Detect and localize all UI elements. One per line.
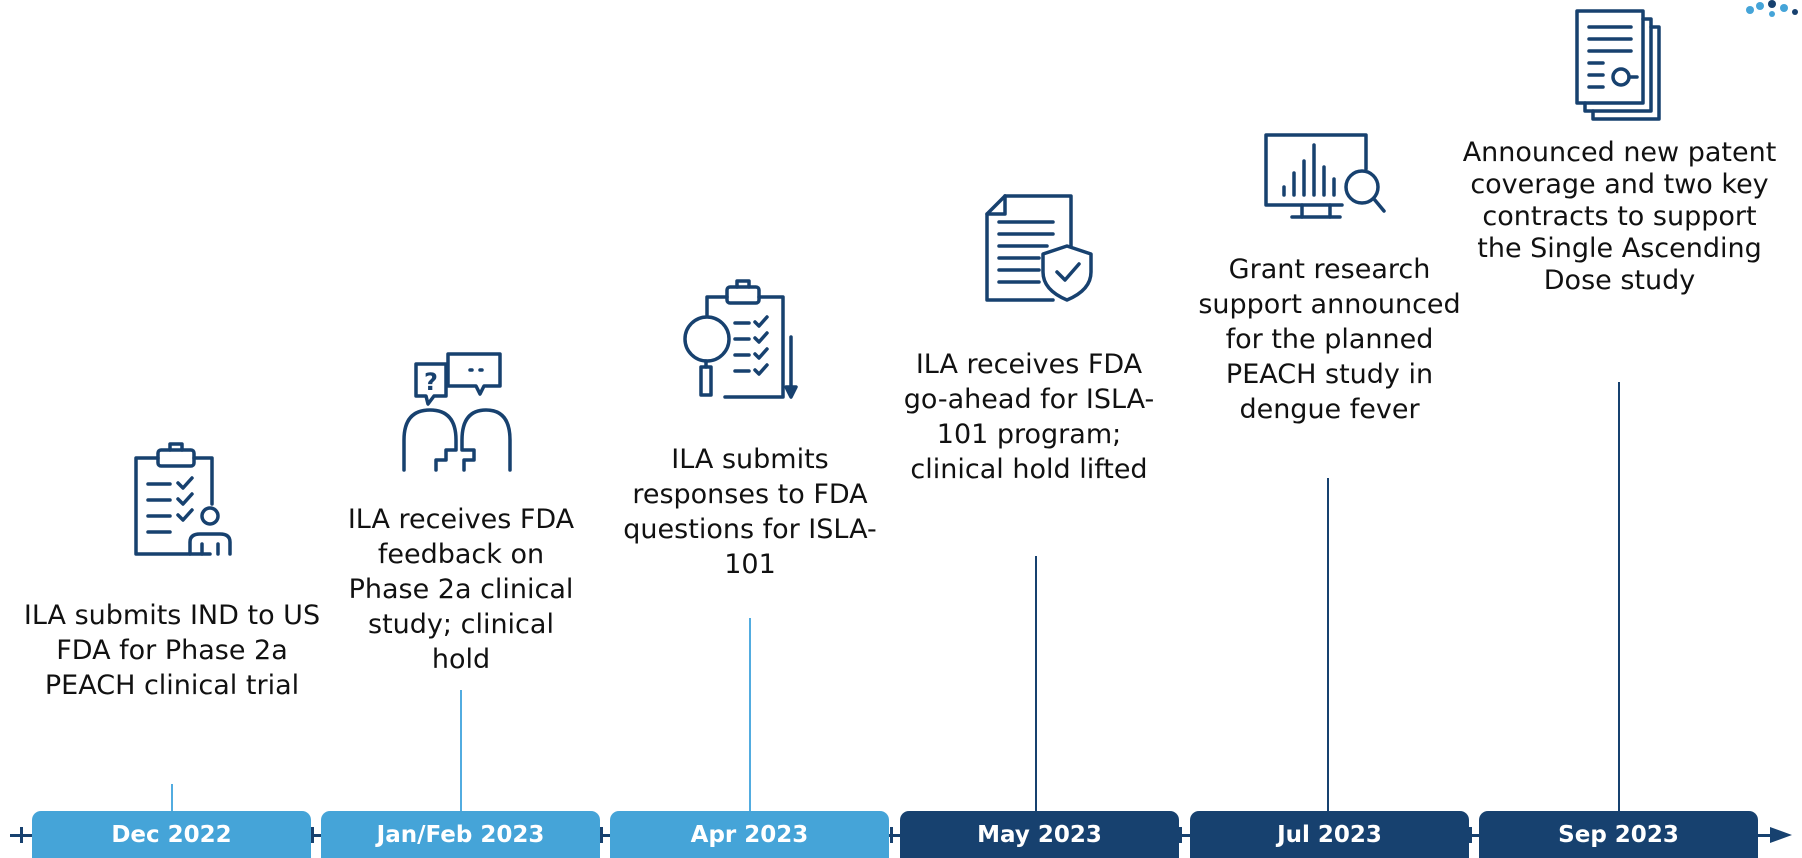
timeline-tick	[600, 827, 603, 843]
date-label: Dec 2022	[32, 811, 311, 858]
timeline-tick	[20, 827, 23, 843]
monitor-chart-search-icon	[1262, 131, 1388, 223]
milestone-stem	[171, 784, 173, 811]
timeline-tick	[890, 827, 893, 843]
milestone-stem	[749, 618, 751, 811]
milestone-text: Announced new patent coverage and two ke…	[1462, 137, 1777, 296]
milestone-stem	[460, 690, 462, 811]
milestone-text: Grant research support announced for the…	[1198, 254, 1461, 425]
date-label: Jan/Feb 2023	[321, 811, 600, 858]
date-label: May 2023	[900, 811, 1179, 858]
date-label: Apr 2023	[610, 811, 889, 858]
timeline-tick	[311, 827, 314, 843]
timeline-tick	[1469, 827, 1472, 843]
timeline-tick	[1179, 827, 1182, 843]
milestone-text: ILA submits responses to FDA questions f…	[623, 444, 877, 580]
conversation-icon: ?	[398, 350, 518, 472]
logo-fragment-icon	[1732, 0, 1802, 22]
contract-stack-icon	[1573, 9, 1665, 121]
clipboard-magnifier-icon	[679, 277, 799, 403]
timeline-arrow-icon	[1770, 827, 1792, 843]
clipboard-person-icon	[130, 438, 238, 560]
svg-text:?: ?	[424, 368, 438, 396]
milestone-stem	[1618, 382, 1620, 811]
milestone-stem	[1327, 478, 1329, 811]
milestone-text: ILA receives FDA go-ahead for ISLA-101 p…	[903, 349, 1155, 485]
milestone-text: ILA receives FDA feedback on Phase 2a cl…	[347, 504, 575, 675]
date-label: Jul 2023	[1190, 811, 1469, 858]
date-label: Sep 2023	[1479, 811, 1758, 858]
milestone-stem	[1035, 556, 1037, 811]
document-shield-icon	[983, 192, 1095, 304]
milestone-text: ILA submits IND to US FDA for Phase 2a P…	[23, 600, 321, 701]
